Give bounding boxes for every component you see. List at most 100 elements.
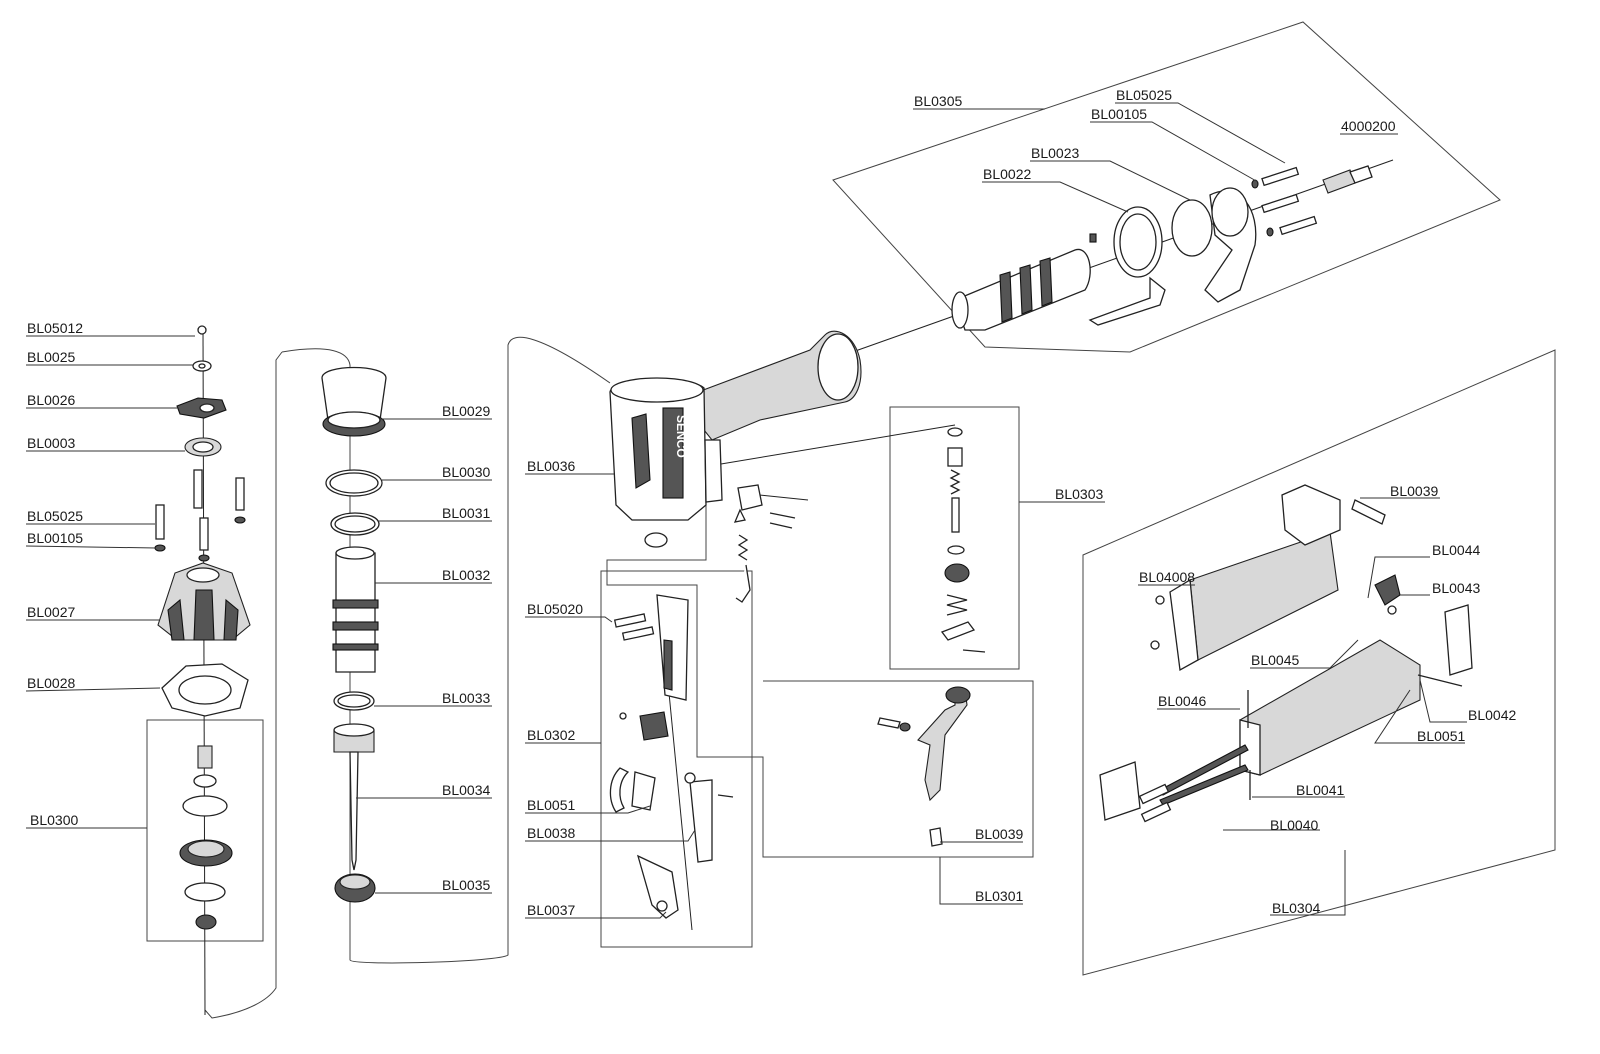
bl0044-pusher-icon: [1374, 574, 1401, 606]
magazine-rail-cap: [1281, 484, 1341, 546]
label-bl00105-top: BL00105: [1091, 106, 1147, 122]
frame-bl0301: [606, 490, 1034, 858]
bl0051-clip-plate: [631, 771, 656, 811]
label-bl0039-mid: BL0039: [975, 826, 1023, 842]
axis-handle: [829, 159, 1394, 361]
bl0038-pin-icon: [684, 772, 696, 784]
bl0032-band: [332, 599, 379, 609]
cylinder-stack: [321, 366, 387, 903]
frame-bl0303: [889, 406, 1020, 670]
label-bl0035: BL0035: [442, 877, 490, 893]
trigger-link-icon: [737, 484, 763, 511]
bolt-icon: [1279, 215, 1318, 236]
label-bl0051-right: BL0051: [1417, 728, 1465, 744]
left-part-stack: [154, 325, 251, 930]
label-bl0039-right: BL0039: [1390, 483, 1438, 499]
valve-o-ring-icon: [947, 545, 965, 555]
label-bl0041: BL0041: [1296, 782, 1344, 798]
label-bl0027: BL0027: [27, 604, 75, 620]
label-bl00105-left: BL00105: [27, 530, 83, 546]
small-key-icon: [1089, 233, 1097, 243]
magazine-roller-icon: [1140, 801, 1172, 823]
label-bl0042: BL0042: [1468, 707, 1516, 723]
bl04008-screw-icon: [1155, 595, 1165, 605]
bl05020-screw-icon: [621, 626, 655, 641]
washer-icon: [198, 554, 210, 562]
leader-lines: [25, 102, 1467, 919]
bl0036-handle-end: [817, 333, 859, 401]
part-labels: BL05012 BL0025 BL0026 BL0003 BL05025 BL0…: [27, 87, 1516, 918]
bl0032-band: [332, 643, 379, 651]
valve-spring-icon: [949, 469, 961, 495]
bl0043-pin-icon: [1387, 605, 1397, 615]
bl0037-contact-tip-icon: [636, 854, 679, 919]
label-bl0003: BL0003: [27, 435, 75, 451]
bl0037-tip-hole: [656, 900, 668, 912]
label-bl0040: BL0040: [1270, 817, 1318, 833]
frame-bl0305: [832, 21, 1501, 353]
brand-plate: [662, 407, 684, 499]
valve-pin-icon: [962, 649, 986, 653]
trigger-knob-icon: [945, 686, 971, 704]
bl0038-pin-icon: [717, 794, 734, 798]
magazine-end-plate-icon: [1099, 761, 1141, 821]
main-housing: SENCO: [609, 330, 862, 548]
nut-icon: [195, 914, 217, 930]
label-bl04008: BL04008: [1139, 569, 1195, 585]
bolt-icon: [1261, 193, 1300, 214]
bl0032-cylinder-top: [335, 546, 375, 560]
trigger-icon: [917, 689, 968, 802]
bolt-icon: [1261, 166, 1300, 187]
label-bl0028: BL0028: [27, 675, 75, 691]
valve-stem-icon: [947, 447, 963, 467]
bl0031-o-ring-inner: [334, 515, 376, 533]
bumper-seat-icon: [644, 532, 668, 548]
bl0051-clip-icon: [609, 767, 630, 813]
label-bl0302: BL0302: [527, 727, 575, 743]
bl0029-seal-top: [327, 411, 381, 429]
bracket-icon: [704, 439, 723, 503]
valve-washer-icon: [947, 427, 963, 437]
trigger-nut-icon: [899, 722, 911, 732]
axis-valve: [714, 424, 956, 466]
label-bl0044: BL0044: [1432, 542, 1480, 558]
bl05012-screw-icon: [197, 325, 207, 335]
frame-bl0304: [1082, 349, 1556, 976]
bl0042-pin-icon: [1417, 674, 1463, 687]
bl0034-piston-top: [333, 723, 375, 737]
magazine-rail-face: [1169, 578, 1199, 672]
safety-assembly: [609, 594, 734, 919]
bl0305-rear-cap-ring: [1211, 187, 1249, 237]
label-bl0029: BL0029: [442, 403, 490, 419]
trigger-link-arm: [733, 508, 746, 523]
bl0035-bumper-top: [339, 874, 371, 890]
bl0027-cap-rib: [193, 589, 215, 641]
label-bl0030: BL0030: [442, 464, 490, 480]
o-ring-icon: [182, 795, 228, 817]
valve-pin-icon: [951, 497, 960, 533]
label-bl0045: BL0045: [1251, 652, 1299, 668]
bl0003-seal-inner: [192, 441, 214, 453]
bl0042-plate-icon: [1444, 604, 1473, 676]
washer-icon: [1266, 227, 1274, 237]
trigger-assembly: [733, 484, 971, 847]
label-bl0031: BL0031: [442, 505, 490, 521]
bl0022-hook-icon: [1088, 276, 1166, 326]
4000200-fitting-tip: [1349, 165, 1373, 184]
bolt-icon: [193, 469, 203, 509]
trigger-valve-assembly: [940, 427, 986, 653]
bl04008-screw-icon: [1150, 640, 1160, 650]
bl0033-o-ring-inner: [337, 694, 371, 708]
label-bl0034: BL0034: [442, 782, 490, 798]
label-bl0300: BL0300: [30, 812, 78, 828]
label-bl0032: BL0032: [442, 567, 490, 583]
label-bl05012: BL05012: [27, 320, 83, 336]
bl0302-block-icon: [639, 711, 669, 741]
piston-seal-inner: [187, 840, 225, 858]
bolt-icon: [199, 517, 209, 551]
trigger-pin-icon: [769, 522, 793, 529]
bl0305-grip-end: [951, 291, 969, 329]
label-bl0303: BL0303: [1055, 486, 1103, 502]
bolt-icon: [155, 504, 165, 540]
label-bl05025-top: BL05025: [1116, 87, 1172, 103]
